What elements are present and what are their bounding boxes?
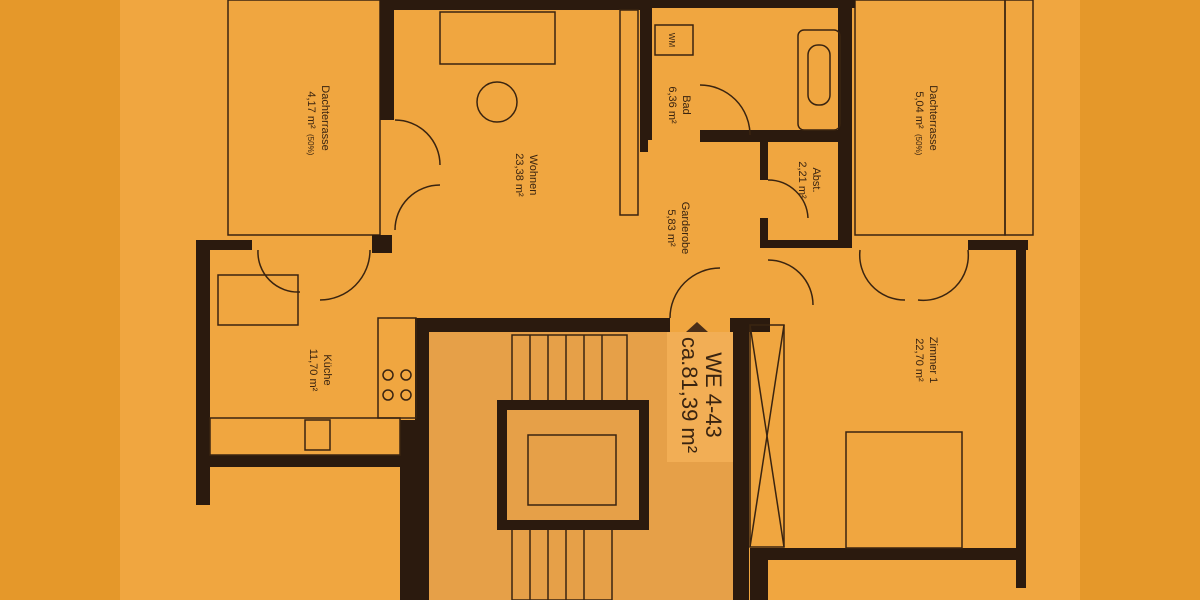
svg-text:ca.81,39 m²: ca.81,39 m² xyxy=(677,337,702,453)
svg-text:5,83 m²: 5,83 m² xyxy=(665,209,677,247)
svg-text:2,21 m²: 2,21 m² xyxy=(796,161,808,199)
svg-text:Dachterrasse: Dachterrasse xyxy=(927,85,939,150)
stairs xyxy=(511,334,628,600)
room-label-garderobe: Garderobe 5,83 m² xyxy=(665,202,691,255)
svg-text:22,70 m²: 22,70 m² xyxy=(913,338,925,382)
svg-text:11,70 m²: 11,70 m² xyxy=(307,349,319,392)
svg-text:Zimmer 1: Zimmer 1 xyxy=(927,337,939,383)
svg-text:6,36 m²: 6,36 m² xyxy=(666,86,678,124)
room-label-dachterrasse-right: Dachterrasse 5,04 m² (50%) xyxy=(913,85,939,155)
walls xyxy=(196,0,1028,600)
elevator-cabin xyxy=(527,434,617,506)
svg-text:23,38 m²: 23,38 m² xyxy=(513,153,525,197)
svg-text:Bad: Bad xyxy=(680,95,692,115)
room-label-dachterrasse-left: Dachterrasse 4,17 m² (50%) xyxy=(305,85,331,155)
svg-text:Garderobe: Garderobe xyxy=(679,202,691,255)
svg-text:(50%): (50%) xyxy=(914,134,923,156)
room-label-abst: Abst. 2,21 m² xyxy=(796,161,822,199)
room-label-bad: Bad 6,36 m² xyxy=(666,86,692,124)
unit-label: WE 4-43 ca.81,39 m² xyxy=(677,337,726,453)
svg-text:(50%): (50%) xyxy=(306,134,315,156)
svg-text:Dachterrasse: Dachterrasse xyxy=(319,85,331,150)
elevator-shaft xyxy=(497,400,649,530)
svg-text:Abst.: Abst. xyxy=(810,167,822,192)
room-label-zimmer-1: Zimmer 1 22,70 m² xyxy=(913,337,939,383)
svg-text:WE 4-43: WE 4-43 xyxy=(701,352,726,438)
svg-text:4,17 m²: 4,17 m² xyxy=(305,91,317,129)
entrance-arrow-icon xyxy=(686,322,708,332)
room-label-wm: WM xyxy=(667,33,676,48)
terrace-right-rail xyxy=(1004,0,1034,236)
room-label-wohnen: Wohnen 23,38 m² xyxy=(513,153,539,197)
svg-text:Wohnen: Wohnen xyxy=(527,155,539,196)
furniture xyxy=(209,9,970,549)
room-label-kueche: Küche 11,70 m² xyxy=(307,349,333,392)
unit-label-box xyxy=(667,332,733,462)
svg-text:5,04 m²: 5,04 m² xyxy=(913,91,925,129)
svg-text:Küche: Küche xyxy=(321,354,333,385)
